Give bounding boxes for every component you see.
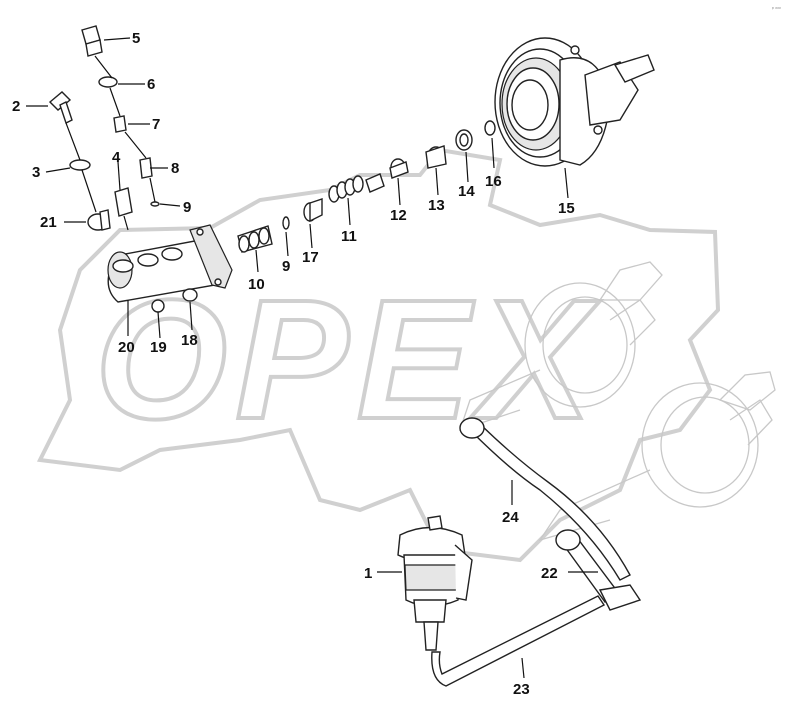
callout-11: 11 [341, 228, 357, 245]
callout-6: 6 [147, 76, 155, 93]
callout-14: 14 [458, 183, 475, 200]
callout-9-lower: 9 [282, 258, 290, 275]
callout-12: 12 [390, 207, 407, 224]
watermark: OPEX [36, 147, 721, 563]
callout-1: 1 [364, 565, 372, 582]
callout-4: 4 [112, 149, 121, 166]
master-cylinder-body [107, 224, 233, 303]
ghost-booster-assembly-1 [458, 261, 663, 432]
watermark-gear-outline [36, 147, 721, 563]
watermark-text: OPEX [95, 265, 600, 455]
cylinder-internal-parts [237, 120, 496, 253]
callout-10: 10 [248, 276, 265, 293]
callout-9-upper: 9 [183, 199, 191, 216]
callout-23: 23 [513, 681, 530, 698]
callout-7: 7 [152, 116, 160, 133]
brake-booster [494, 37, 655, 167]
callout-5: 5 [132, 30, 140, 47]
fluid-reservoir [397, 515, 473, 651]
callout-24: 24 [502, 509, 519, 526]
callout-3: 3 [32, 164, 40, 181]
callout-8: 8 [171, 160, 179, 177]
corner-mark: ᵖ ᵒᵒᵒ [772, 6, 781, 12]
callout-19: 19 [150, 339, 167, 356]
callout-21: 21 [40, 214, 57, 231]
hoses [431, 417, 642, 687]
callout-18: 18 [181, 332, 198, 349]
callout-17: 17 [302, 249, 319, 266]
callout-22: 22 [541, 565, 558, 582]
callout-labels: 1 2 3 4 5 6 7 8 9 9 10 11 12 13 14 15 16… [12, 30, 575, 698]
callout-20: 20 [118, 339, 135, 356]
callout-16: 16 [485, 173, 502, 190]
fittings [48, 25, 198, 313]
callout-2: 2 [12, 98, 20, 115]
ghost-booster-assembly-2 [538, 371, 776, 542]
callout-13: 13 [428, 197, 445, 214]
callout-15: 15 [558, 200, 575, 217]
callout-leaders [26, 37, 598, 679]
